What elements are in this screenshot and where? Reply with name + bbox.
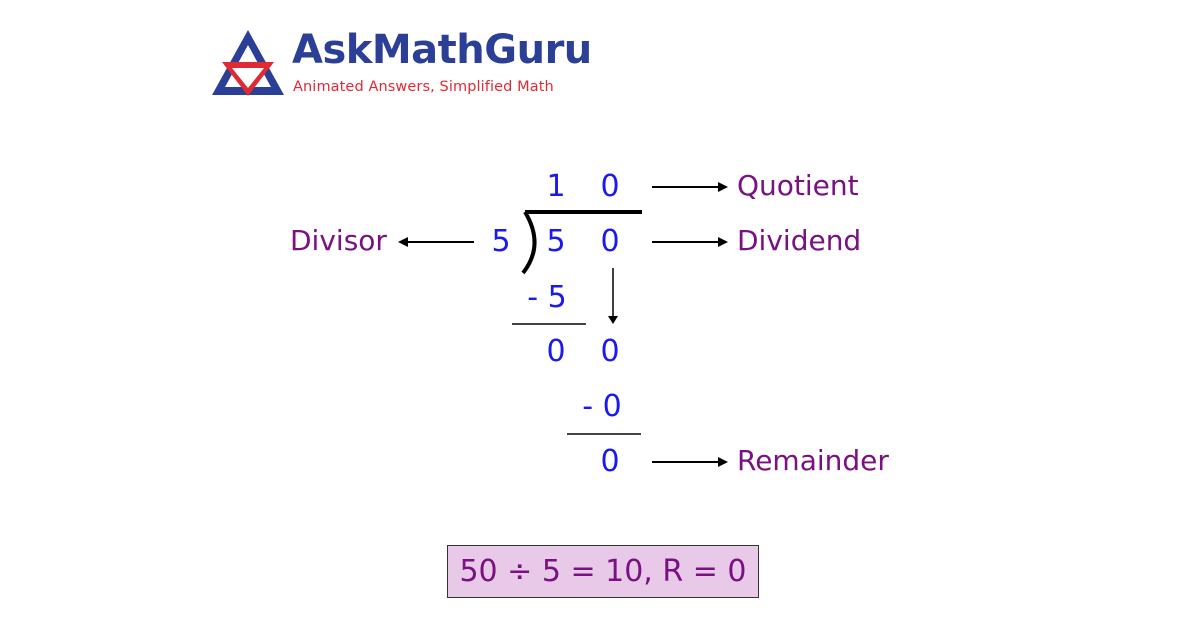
result-equation: 50 ÷ 5 = 10, R = 0 [459, 554, 747, 589]
quotient-digit: 1 [546, 169, 566, 204]
triangle-logo-icon [212, 30, 284, 96]
dividend-digit: 5 [546, 224, 566, 259]
result-box: 50 ÷ 5 = 10, R = 0 [447, 545, 759, 598]
remainder-digit: 0 [600, 444, 620, 479]
division-bracket [521, 210, 642, 275]
subtract-step-1: - 5 [527, 280, 567, 315]
dividend-label: Dividend [737, 224, 862, 257]
step-1-underline [512, 323, 586, 325]
subtract-step-2: - 0 [582, 389, 622, 424]
arrow-right-icon [652, 457, 728, 467]
arrow-right-icon [652, 182, 728, 192]
arrow-left-icon [398, 237, 474, 247]
arrow-right-icon [652, 237, 728, 247]
dividend-digit: 0 [600, 224, 620, 259]
step-1-result-digit: 0 [546, 334, 566, 369]
quotient-digit: 0 [600, 169, 620, 204]
step-1-result-digit: 0 [600, 334, 620, 369]
quotient-label: Quotient [737, 169, 859, 202]
divisor-digit: 5 [491, 224, 511, 259]
brand-name: AskMathGuru [292, 27, 592, 73]
logo [210, 28, 286, 98]
brand-tagline: Animated Answers, Simplified Math [293, 79, 554, 95]
divisor-label: Divisor [290, 224, 387, 257]
remainder-label: Remainder [737, 444, 889, 477]
bring-down-arrow-icon [608, 268, 618, 324]
step-2-underline [567, 433, 641, 435]
